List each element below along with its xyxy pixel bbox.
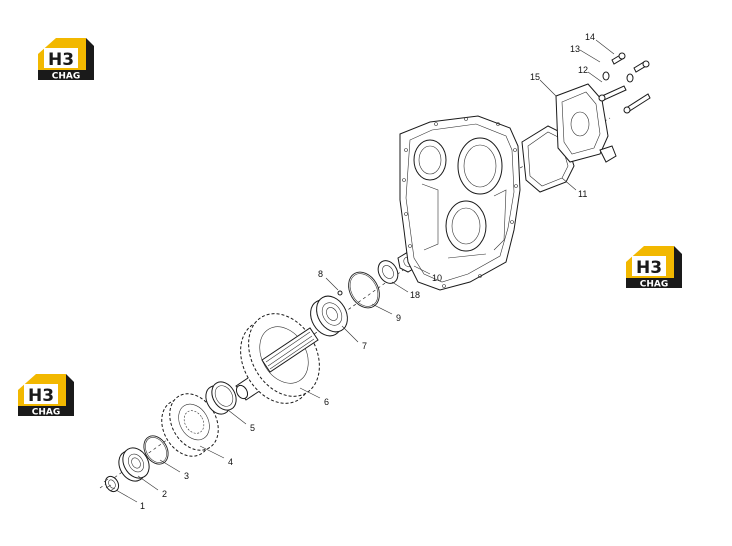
callout-18: 18 bbox=[410, 290, 420, 300]
part-7-bearing bbox=[310, 295, 348, 337]
callout-3: 3 bbox=[184, 471, 189, 481]
h3-chag-logo-mark: H3 CHAG bbox=[18, 374, 74, 417]
logo-mark-text: H3 bbox=[48, 50, 74, 70]
gearbox-housing bbox=[399, 115, 521, 291]
part-6-gear-shaft bbox=[235, 313, 320, 404]
part-2-bearing bbox=[118, 447, 150, 482]
callout-1: 1 bbox=[140, 501, 145, 511]
callout-6: 6 bbox=[324, 397, 329, 407]
callout-13: 13 bbox=[570, 44, 580, 54]
part-13-washer bbox=[602, 71, 634, 83]
part-4-gear bbox=[161, 393, 219, 457]
part-1-collar bbox=[103, 475, 120, 493]
callout-2: 2 bbox=[162, 489, 167, 499]
logo-mark-text: H3 bbox=[28, 386, 54, 406]
h3-chag-logo-mark: H3 CHAG bbox=[38, 38, 94, 81]
leader-lines bbox=[115, 39, 615, 503]
part-9-snap-ring bbox=[348, 271, 380, 309]
callout-8: 8 bbox=[318, 269, 323, 279]
part-5-spacer bbox=[205, 381, 237, 415]
logo-mark-text: H3 bbox=[636, 258, 662, 278]
callout-15: 15 bbox=[530, 72, 540, 82]
logo-wordmark: CHAG bbox=[640, 280, 669, 289]
h3-chag-logo-mark: H3 CHAG bbox=[626, 246, 682, 289]
callout-11: 11 bbox=[578, 189, 587, 199]
callout-labels: 1 2 3 4 5 6 7 8 9 10 11 12 13 14 15 18 bbox=[140, 32, 595, 511]
part-15-cover bbox=[555, 83, 617, 163]
callout-7: 7 bbox=[362, 341, 367, 351]
callout-9: 9 bbox=[396, 313, 401, 323]
callout-10: 10 bbox=[432, 273, 442, 283]
part-8-ball bbox=[337, 290, 343, 296]
callout-5: 5 bbox=[250, 423, 255, 433]
part-12-bolt bbox=[598, 85, 651, 114]
logo-wordmark: CHAG bbox=[52, 72, 81, 81]
brand-logo: H3 CHAG bbox=[36, 34, 98, 80]
callout-12: 12 bbox=[578, 65, 588, 75]
callout-14: 14 bbox=[585, 32, 595, 42]
part-14-bolt bbox=[611, 52, 650, 73]
part-18-washer bbox=[377, 260, 399, 284]
logo-wordmark: CHAG bbox=[32, 408, 61, 417]
brand-logo: H3 CHAG bbox=[16, 370, 78, 416]
callout-4: 4 bbox=[228, 457, 233, 467]
brand-logo: H3 CHAG bbox=[624, 242, 686, 288]
